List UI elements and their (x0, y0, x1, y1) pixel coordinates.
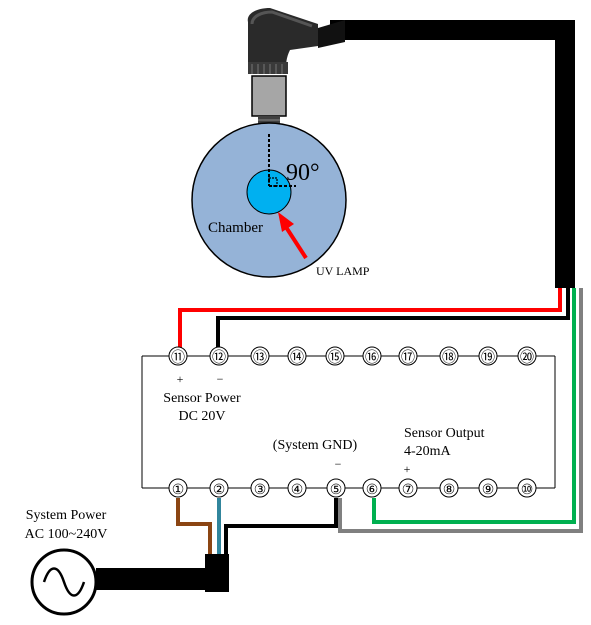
terminal-16: ⑯ (365, 350, 379, 366)
system-power-voltage: AC 100~240V (25, 527, 108, 542)
sensor-output-range: 4-20mA (404, 444, 452, 459)
terminal-7: ⑦ (402, 483, 415, 498)
terminal-14: ⑭ (290, 350, 304, 366)
terminal-2: ② (213, 483, 226, 498)
uv-lamp-label: UV LAMP (316, 264, 370, 278)
angle-label: 90° (286, 160, 320, 186)
terminal-20: ⑳ (520, 350, 534, 366)
terminal-12: ⑫ (212, 350, 226, 366)
uv-lamp-arrow (278, 212, 308, 260)
terminal-8: ⑧ (443, 483, 456, 498)
terminal-11-polarity: + (177, 372, 184, 386)
sensor-connector (247, 8, 318, 134)
sensor-power-voltage: DC 20V (178, 409, 225, 424)
terminal-4: ④ (291, 483, 304, 498)
chamber (191, 122, 347, 278)
terminal-12-polarity: − (217, 372, 224, 386)
terminal-3: ③ (254, 483, 267, 498)
terminal-10: ⑩ (521, 483, 534, 498)
terminal-7-polarity: + (404, 462, 411, 476)
chamber-label: Chamber (208, 220, 263, 236)
terminal-18: ⑱ (442, 350, 456, 366)
system-power-label: System Power (26, 508, 107, 523)
sensor-cable (318, 20, 575, 288)
sensor-wires (178, 288, 583, 533)
terminal-5: ⑤ (330, 483, 343, 498)
terminal-19: ⑲ (481, 350, 495, 366)
bottom-terminals (168, 478, 537, 498)
power-cable (96, 554, 229, 592)
sensor-power-label: Sensor Power (163, 391, 241, 406)
terminal-15: ⑮ (328, 350, 342, 366)
ac-source-icon (30, 548, 98, 616)
terminal-6: ⑥ (366, 483, 379, 498)
power-wires (176, 498, 338, 560)
terminal-17: ⑰ (401, 350, 415, 366)
terminal-1: ① (172, 483, 185, 498)
top-terminals (168, 346, 537, 366)
terminal-9: ⑨ (482, 483, 495, 498)
terminal-11: ⑪ (171, 350, 185, 366)
system-gnd-label: (System GND) (273, 438, 358, 453)
sensor-output-label: Sensor Output (404, 426, 485, 441)
terminal-13: ⑬ (253, 350, 267, 366)
terminal-5-polarity: − (335, 457, 342, 471)
